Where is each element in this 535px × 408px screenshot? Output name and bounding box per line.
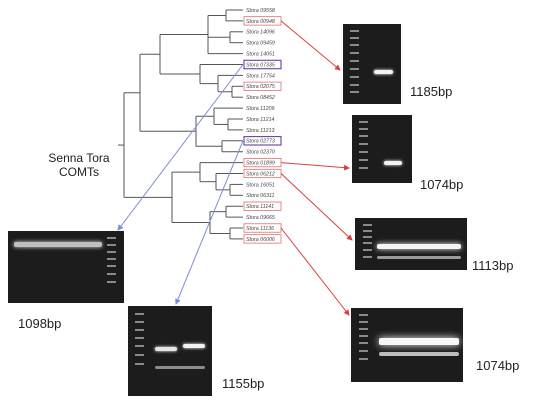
gel-band (155, 347, 177, 351)
leaf-label: Stora 06006 (246, 237, 275, 243)
leaf-label: Stora 07335 (246, 62, 275, 68)
leaf-label: Stora 02075 (246, 84, 275, 90)
leaf-highlight-box (243, 59, 282, 70)
leaf-label: Stora 09558 (246, 8, 275, 14)
leaf-label: Stora 14096 (246, 30, 275, 36)
leaf-label: Stora 06212 (246, 171, 275, 177)
leaf-label: Stora 02370 (246, 150, 275, 156)
red-arrow (280, 20, 341, 71)
blue-arrow (175, 140, 244, 305)
leaf-label: Stora 01899 (246, 161, 275, 167)
leaf-label: Stora 11141 (246, 204, 274, 210)
leaf-label: Stora 11214 (246, 117, 275, 123)
leaf-highlight-box (243, 158, 282, 168)
ladder (350, 28, 359, 100)
tree-branches (118, 9, 243, 240)
gel-band (14, 242, 102, 247)
leaf-highlight-box (243, 136, 282, 146)
leaf-label: Stora 09459 (246, 41, 275, 47)
arrows (117, 20, 353, 316)
size-label-1185: 1185bp (410, 84, 453, 99)
leaf-label: Stora 02773 (246, 139, 275, 145)
leaf-label: Stora 00948 (246, 19, 275, 25)
leaf-label: Stora 17754 (246, 73, 275, 79)
gel-image-1098 (8, 231, 124, 303)
gel-band (377, 244, 461, 249)
gel-image-1074-bottom (351, 308, 463, 382)
gel-band (183, 344, 205, 348)
leaf-highlight-box (243, 201, 282, 211)
ladder (135, 310, 144, 392)
red-arrow (280, 162, 350, 171)
ladder (359, 119, 368, 179)
leaf-highlight-box (243, 234, 282, 244)
ladder (359, 312, 368, 378)
size-label-1155: 1155bp (222, 376, 265, 391)
gel-band (155, 366, 205, 369)
ladder (107, 235, 116, 299)
leaf-label: Stora 11213 (246, 128, 275, 134)
gel-image-1113 (355, 218, 467, 270)
leaf-label: Stora 11209 (246, 106, 275, 112)
gel-band (377, 256, 461, 259)
gel-band (384, 161, 402, 165)
gel-image-1155 (128, 306, 212, 396)
leaf-label: Stora 06311 (246, 193, 275, 199)
tree-title-line-2: COMTs (59, 165, 99, 179)
ladder (363, 222, 372, 266)
gel-image-1185 (343, 24, 401, 104)
leaf-label: Stora 08452 (246, 95, 275, 101)
size-label-1098: 1098bp (18, 316, 62, 331)
blue-arrow (117, 64, 244, 231)
gel-band (374, 70, 393, 74)
red-arrow (280, 173, 353, 241)
red-arrow (280, 227, 350, 316)
leaf-label: Stora 16051 (246, 182, 275, 188)
leaf-highlight-box (243, 81, 282, 91)
size-label-1113: 1113bp (472, 258, 514, 273)
gel-image-1074-top (352, 115, 412, 183)
tree-title-line-1: Senna Tora (48, 151, 110, 165)
gel-band (379, 352, 459, 356)
leaf-label: Stora 11136 (246, 226, 274, 232)
size-label-1074-bottom: 1074bp (476, 358, 520, 373)
gel-band (379, 338, 459, 345)
leaf-label: Stora 14051 (246, 52, 275, 58)
leaf-label: Stora 09665 (246, 215, 275, 221)
size-label-1074-top: 1074bp (420, 177, 464, 192)
tree-title: Senna Tora COMTs (40, 151, 118, 179)
